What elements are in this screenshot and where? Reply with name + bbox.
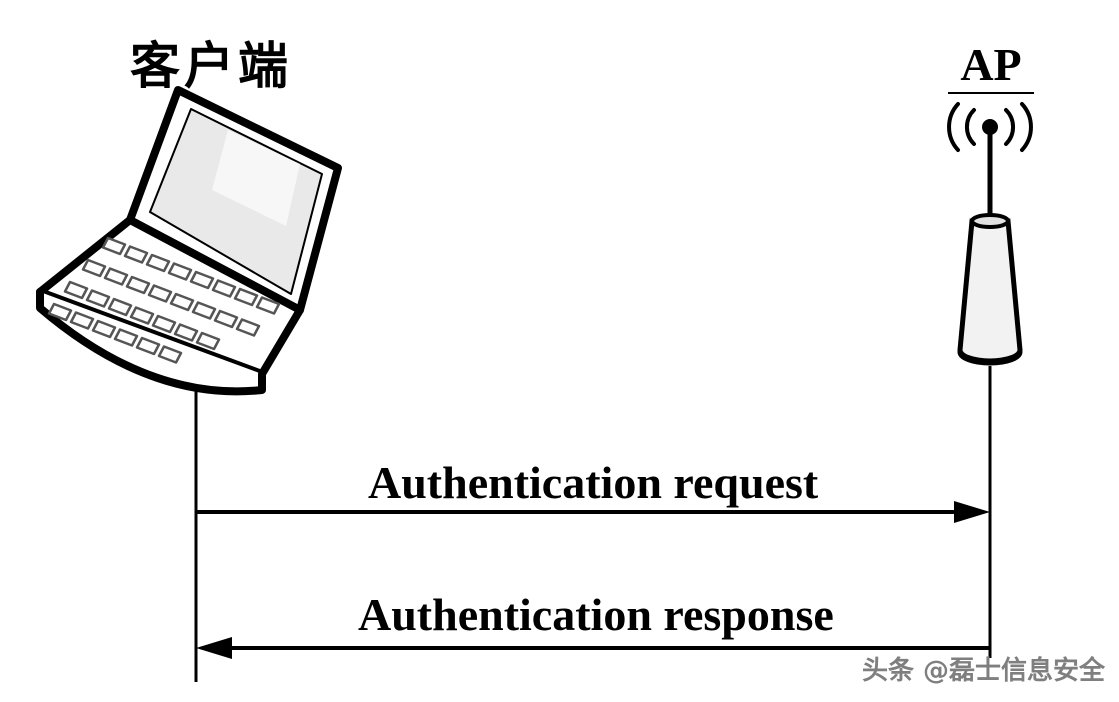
laptop-key <box>85 289 111 308</box>
laptop-screen-glare <box>212 130 300 226</box>
laptop-key <box>107 297 133 317</box>
laptop-key <box>91 319 117 339</box>
ap-wave-left-inner <box>964 108 976 146</box>
laptop-key <box>147 284 173 303</box>
laptop-key <box>113 328 139 347</box>
laptop-icon <box>36 86 342 396</box>
laptop-key <box>235 318 261 337</box>
laptop-key <box>191 301 217 320</box>
ap-wave-right-outer <box>1020 102 1033 152</box>
laptop-key <box>69 311 95 330</box>
request-arrow <box>196 501 990 523</box>
laptop-key <box>233 287 259 307</box>
ap-wave-left-outer <box>947 102 960 152</box>
ap-antenna-icon <box>947 102 1033 366</box>
laptop-key <box>63 280 89 300</box>
laptop-key <box>195 331 221 351</box>
ap-antenna-dot <box>982 119 998 135</box>
laptop-key <box>125 275 151 295</box>
ap-cone-top <box>970 213 1010 229</box>
response-arrowhead <box>196 637 232 659</box>
laptop-key <box>157 345 183 364</box>
laptop-key <box>103 267 129 286</box>
request-arrowhead <box>954 501 990 523</box>
message-label-response: Authentication response <box>358 589 834 640</box>
message-arrows <box>196 501 990 659</box>
laptop-key <box>255 296 281 315</box>
laptop-keyboard-keys <box>47 236 281 364</box>
laptop-key <box>135 336 161 356</box>
laptop-key <box>169 292 195 312</box>
message-label-request: Authentication request <box>368 457 819 508</box>
laptop-key <box>189 270 215 290</box>
laptop-key <box>173 323 199 342</box>
laptop-key <box>211 279 237 298</box>
client-label: 客户端 <box>130 38 292 94</box>
laptop-key <box>129 306 155 325</box>
laptop-key <box>123 245 149 264</box>
laptop-key <box>167 262 193 281</box>
laptop-key <box>81 258 107 278</box>
ap-wave-right-inner <box>1004 108 1016 146</box>
laptop-key <box>145 253 171 273</box>
response-arrow <box>196 637 990 659</box>
laptop-key <box>101 236 127 256</box>
ap-label: AP <box>948 38 1034 94</box>
laptop-key <box>47 302 73 322</box>
laptop-key <box>213 309 239 329</box>
watermark: 头条 @磊士信息安全 <box>861 656 1105 686</box>
laptop-key <box>151 314 177 334</box>
ap-cone-body <box>957 218 1023 364</box>
